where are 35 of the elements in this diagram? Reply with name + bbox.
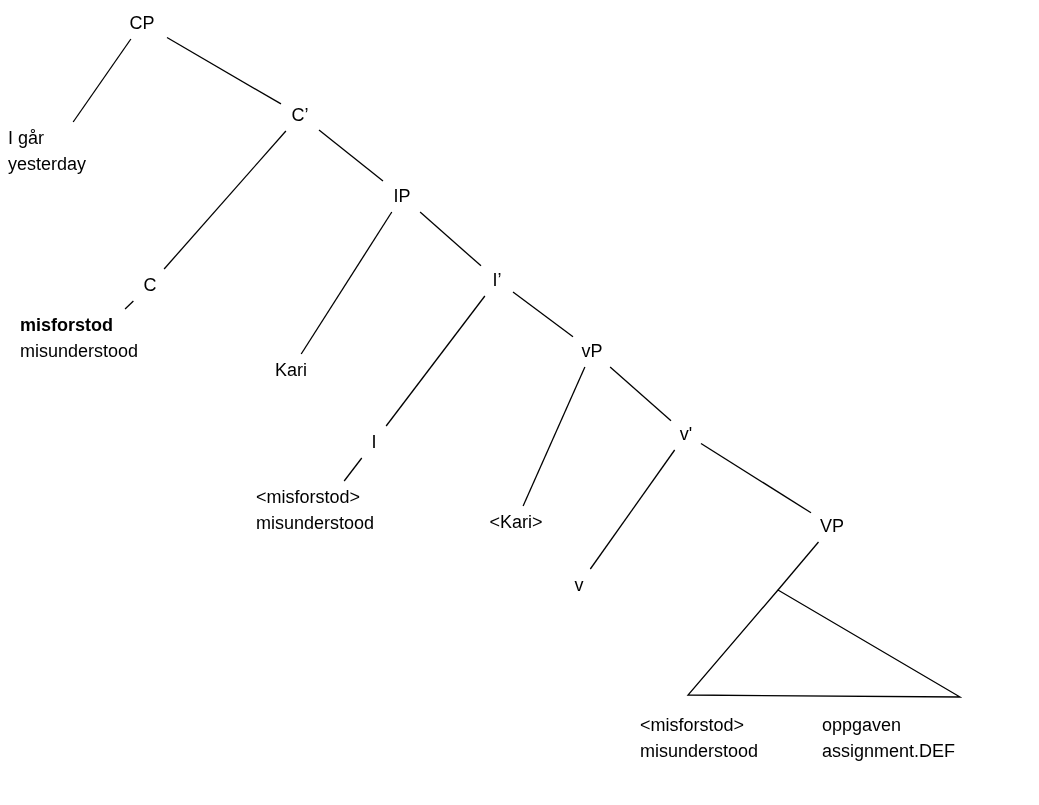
category-label: <Kari> — [484, 509, 548, 535]
gloss-label: misunderstood — [256, 512, 375, 535]
branch-line — [166, 36, 282, 105]
category-label: C’ — [284, 102, 316, 128]
word-label: I går — [8, 127, 45, 150]
phrase-label: <misforstod> misunderstood — [640, 714, 760, 763]
branch-line — [777, 541, 820, 591]
branch-line — [72, 38, 132, 123]
branch-line — [300, 211, 393, 355]
branch-line — [385, 295, 486, 427]
branch-line — [522, 366, 586, 507]
category-label: VP — [814, 513, 850, 539]
category-label: vP — [576, 338, 608, 364]
category-label: I — [364, 429, 384, 455]
branch-line — [589, 449, 676, 570]
category-label: CP — [120, 10, 164, 36]
branch-line — [124, 300, 135, 310]
category-label: I’ — [484, 267, 510, 293]
branch-line — [318, 129, 384, 182]
category-label: C — [136, 272, 164, 298]
gloss-label: misunderstood — [20, 340, 139, 363]
branch-line — [609, 366, 672, 422]
gloss-label: yesterday — [8, 153, 87, 176]
category-label: Kari — [266, 357, 316, 383]
branch-line — [419, 211, 482, 267]
word-label: <misforstod> — [256, 486, 361, 509]
word-label: misforstod — [20, 314, 113, 337]
phrase-label: oppgaven assignment.DEF — [822, 714, 957, 763]
category-label: IP — [386, 183, 418, 209]
branch-line — [163, 130, 287, 270]
category-label: v — [568, 572, 590, 598]
branch-line — [343, 457, 363, 482]
branch-line — [700, 442, 812, 514]
branch-line — [512, 291, 574, 338]
category-label: v' — [674, 421, 698, 447]
